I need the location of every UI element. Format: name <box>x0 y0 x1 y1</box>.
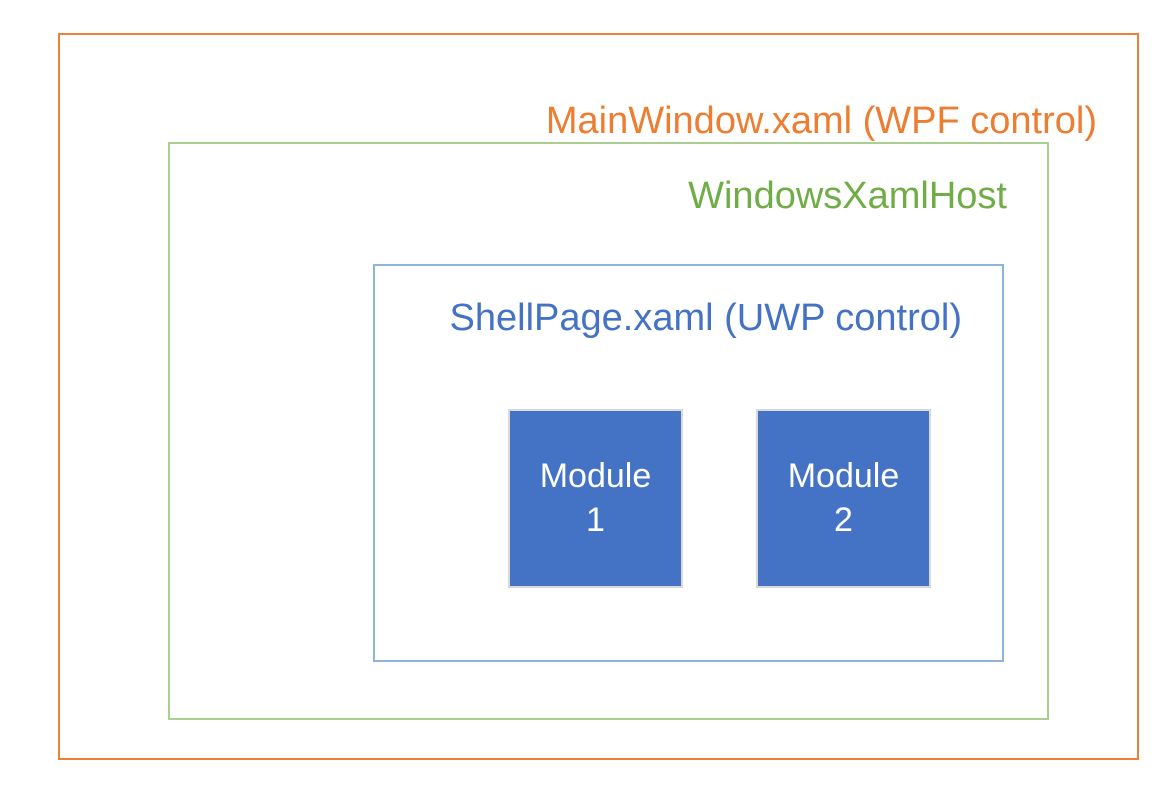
shellpage-uwp-container: ShellPage.xaml (UWP control) Module 1 Mo… <box>373 264 1004 662</box>
module-box-2: Module 2 <box>756 409 931 588</box>
module-2-name: Module <box>787 456 900 495</box>
wpf-mainwindow-container: MainWindow.xaml (WPF control) WindowsXam… <box>58 33 1139 760</box>
windowsxamlhost-label: WindowsXamlHost <box>688 175 1007 217</box>
module-1-number: 1 <box>586 500 605 539</box>
wpf-mainwindow-label: MainWindow.xaml (WPF control) <box>545 100 1097 142</box>
module-2-number: 2 <box>834 500 853 539</box>
module-1-name: Module <box>539 456 652 495</box>
shellpage-uwp-label: ShellPage.xaml (UWP control) <box>449 297 962 339</box>
windowsxamlhost-container: WindowsXamlHost ShellPage.xaml (UWP cont… <box>168 142 1049 720</box>
module-row: Module 1 Module 2 <box>508 409 931 588</box>
module-box-1: Module 1 <box>508 409 683 588</box>
